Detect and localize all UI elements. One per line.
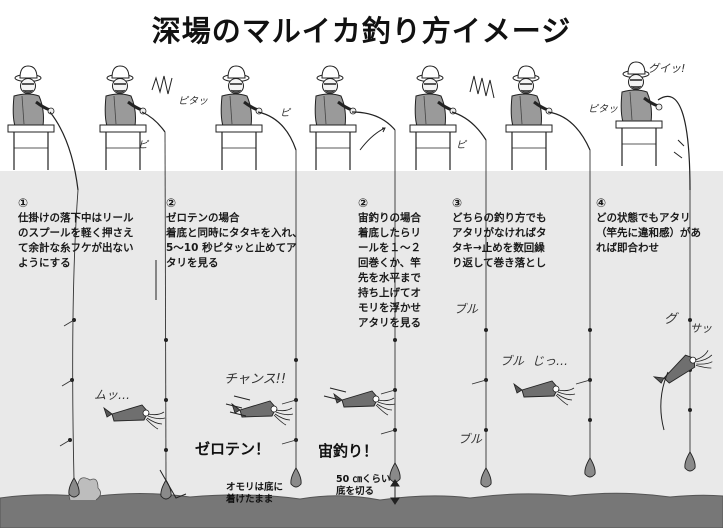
omori-note: オモリは底に 着けたまま [226, 482, 283, 506]
angler-3 [214, 64, 264, 172]
step-3-text: ③ どちらの釣り方でも アタリがなければタ タキ→止めを数回繰 り返して巻き落と… [452, 196, 547, 271]
page-title: 深場のマルイカ釣り方イメージ [151, 14, 572, 48]
sfx-buru-1: ブル [454, 302, 479, 316]
angler-2 [98, 64, 148, 172]
fishing-rods [49, 95, 691, 191]
step-3-line-3: タキ→止めを数回繰 [452, 242, 545, 254]
step-4-line-2: （竿先に違和感）があ [596, 227, 701, 239]
step-2b-line-2: 着底したらリ [358, 227, 421, 239]
step-4-line-1: どの状態でもアタリ [596, 212, 691, 224]
sfx-jii: じっ… [532, 354, 569, 368]
lift-note-line-2: 底を切る [336, 486, 375, 497]
omori-note-line-2: 着けたまま [226, 494, 274, 505]
motion-lines [151, 75, 685, 499]
lift-arrow [390, 479, 400, 505]
step-3-line-2: アタリがなければタ [452, 227, 547, 239]
step-2a-line-1: ゼロテンの場合 [166, 212, 240, 224]
angler-4 [308, 64, 358, 172]
step-3-number: ③ [452, 196, 463, 210]
step-2a-line-3: 5～10 秒ピタッと止めてア [166, 242, 297, 254]
step-2a-line-2: 着底と同時にタタキを入れ、 [166, 227, 303, 239]
step-2b-line-7: モリを浮かせ [358, 302, 421, 314]
sfx-gu: グ [664, 312, 678, 327]
sfx-pi-3: ピ [456, 140, 466, 151]
angler-1 [6, 64, 56, 172]
angler-7 [614, 60, 664, 168]
angler-6 [504, 64, 554, 172]
step-3-line-1: どちらの釣り方でも [452, 212, 547, 224]
step-4-number: ④ [596, 196, 607, 210]
step-1-line-4: ようにする [18, 257, 71, 269]
step-2b-line-5: 先を水平まで [358, 272, 421, 284]
step-2b-line-1: 宙釣りの場合 [358, 212, 421, 224]
step-1-line-3: て余計な糸フケが出ない [18, 242, 134, 254]
step-2b-line-3: ールを１～２ [358, 242, 421, 254]
water-area [0, 171, 723, 501]
step-2a-line-4: タリを見る [166, 257, 219, 269]
sfx-gui: グイッ! [648, 62, 686, 75]
step-1-text: ① 仕掛けの落下中はリール のスプールを軽く押さえ て余計な糸フケが出ない よう… [18, 196, 134, 271]
step-4-line-3: れば即合わせ [596, 242, 659, 254]
zeroten-callout: ゼロテン！ [195, 440, 271, 458]
sfx-mu: ムッ… [94, 388, 131, 402]
sfx-pi-1: ピ [280, 108, 290, 119]
step-2b-line-4: 回巻くか、竿 [358, 257, 421, 269]
step-2b-line-6: 持ち上げてオ [358, 287, 421, 299]
sfx-pita-1: ピタッ [178, 96, 208, 107]
step-1-line-2: のスプールを軽く押さえ [18, 227, 134, 239]
step-1-line-1: 仕掛けの落下中はリール [18, 212, 134, 224]
step-2b-number: ② [358, 196, 369, 210]
lift-note-line-1: 50 ㎝くらい [336, 474, 391, 485]
step-2b-line-8: アタリを見る [358, 317, 421, 329]
step-1-number: ① [18, 196, 29, 210]
omori-note-line-1: オモリは底に [226, 482, 284, 493]
chuzuri-callout: 宙釣り！ [318, 442, 379, 460]
sfx-chansu: チャンス!! [224, 372, 287, 387]
sfx-pi-2: ピ [138, 140, 148, 151]
lift-note: 50 ㎝くらい 底を切る [336, 474, 391, 498]
sfx-pita-2: ピタッ [588, 104, 618, 115]
seabed [0, 492, 723, 528]
angler-5 [408, 64, 458, 172]
step-2b-text: ② 宙釣りの場合 着底したらリ ールを１～２ 回巻くか、竿 先を水平まで 持ち上… [358, 196, 421, 331]
sfx-buru-3: ブル [458, 432, 483, 446]
step-2a-number: ② [166, 196, 177, 210]
step-3-line-4: り返して巻き落とし [452, 257, 547, 269]
rig-branches [59, 319, 691, 447]
sfx-sa: サッ [690, 322, 712, 335]
sfx-buru-2: ブル [500, 354, 525, 368]
step-4-text: ④ どの状態でもアタリ （竿先に違和感）があ れば即合わせ [596, 196, 701, 256]
step-2a-text: ② ゼロテンの場合 着底と同時にタタキを入れ、 5～10 秒ピタッと止めてア タ… [166, 196, 303, 271]
